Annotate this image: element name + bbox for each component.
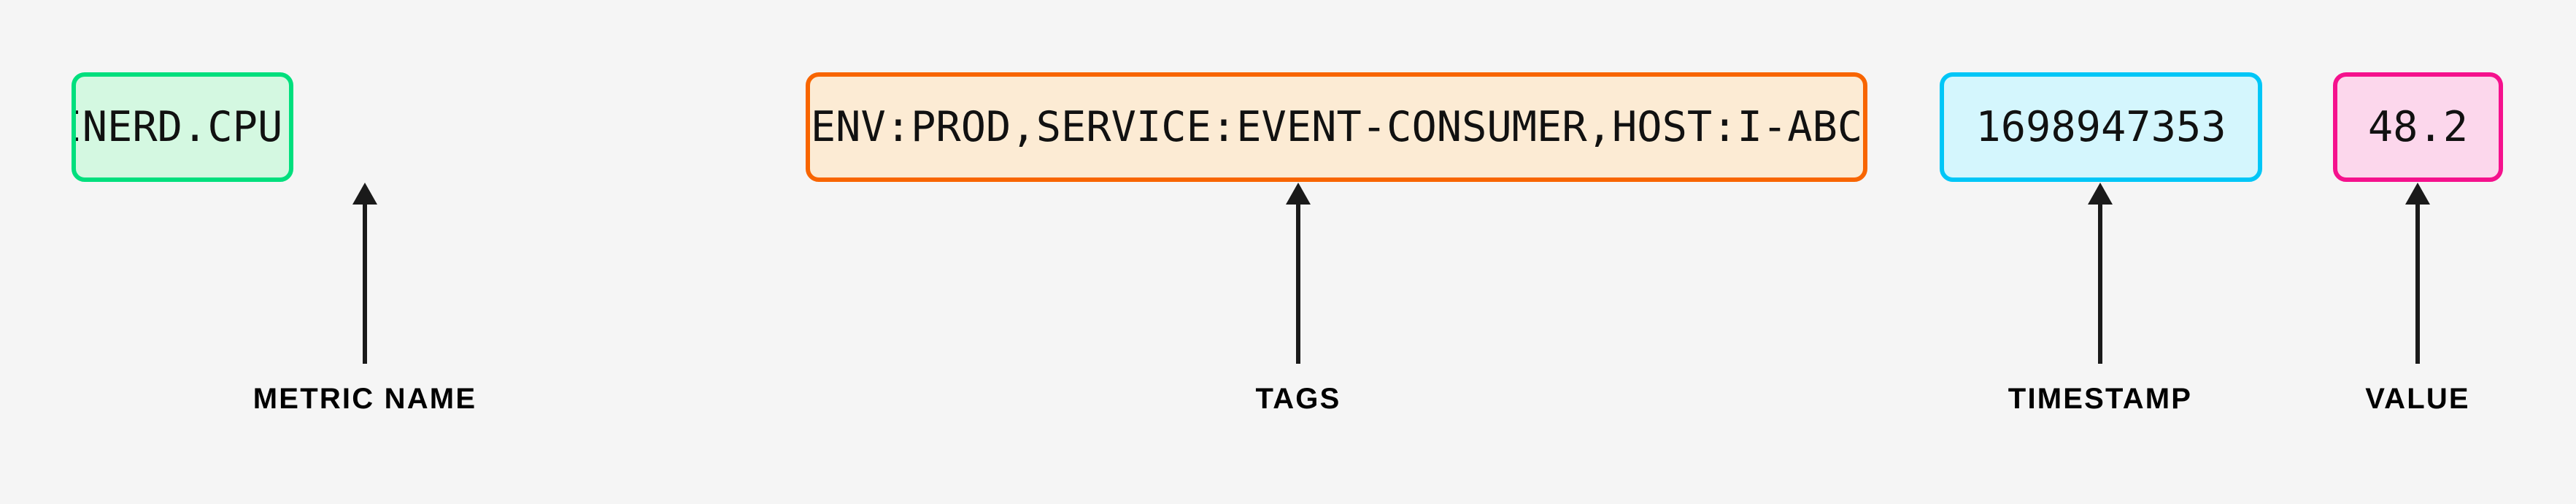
value-value: 48.2	[2367, 102, 2469, 151]
timestamp-box: 1698947353	[1940, 72, 2262, 182]
timestamp-caption: TIMESTAMP	[2008, 383, 2193, 415]
metric-name-caption: METRIC NAME	[252, 383, 477, 415]
metric-name-value: CONTAINERD.CPU.TOTAL	[76, 102, 289, 151]
timestamp-value: 1698947353	[1975, 102, 2226, 151]
metric-name-arrow	[350, 181, 379, 365]
tags-arrow	[1284, 181, 1313, 365]
arrow-up-icon	[352, 183, 377, 364]
tags-caption: TAGS	[1255, 383, 1341, 415]
value-arrow	[2403, 181, 2432, 365]
tags-value: ENV:PROD,SERVICE:EVENT-CONSUMER,HOST:I-A…	[810, 102, 1863, 151]
arrow-up-icon	[1286, 183, 1311, 364]
value-caption: VALUE	[2365, 383, 2470, 415]
value-box: 48.2	[2333, 72, 2503, 182]
arrow-up-icon	[2088, 183, 2113, 364]
metric-name-box: CONTAINERD.CPU.TOTAL	[72, 72, 293, 182]
tags-box: ENV:PROD,SERVICE:EVENT-CONSUMER,HOST:I-A…	[806, 72, 1867, 182]
arrow-up-icon	[2405, 183, 2430, 364]
timestamp-arrow	[2086, 181, 2115, 365]
